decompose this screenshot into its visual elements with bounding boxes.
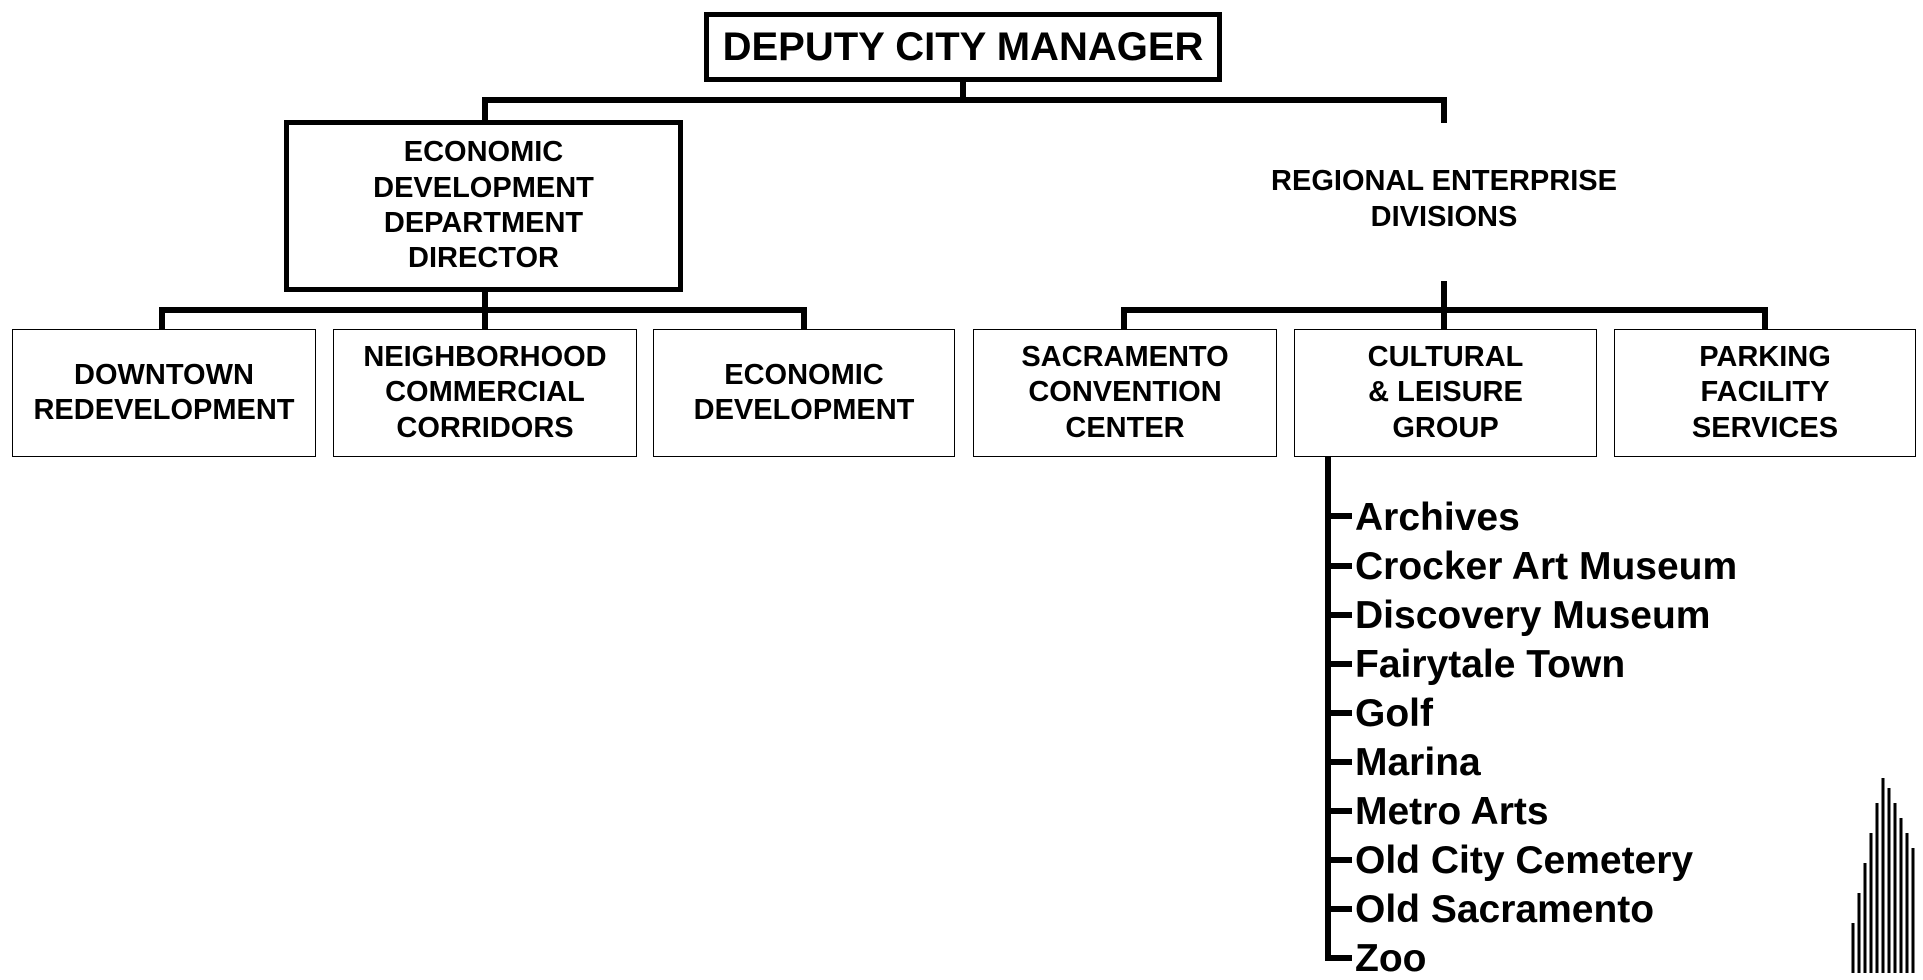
unit-marina: Marina <box>1355 741 1481 784</box>
unit-old-sacramento: Old Sacramento <box>1355 888 1655 931</box>
sacramento-convention-center-box: SACRAMENTO CONVENTION CENTER <box>973 329 1277 457</box>
cultural-leisure-group-label: CULTURAL & LEISURE GROUP <box>1367 340 1524 444</box>
unit-golf: Golf <box>1355 692 1433 735</box>
unit-crocker-art-museum: Crocker Art Museum <box>1355 545 1738 588</box>
deputy-city-manager-box: DEPUTY CITY MANAGER <box>704 12 1222 82</box>
sacramento-convention-center-label: SACRAMENTO CONVENTION CENTER <box>1021 340 1229 444</box>
neighborhood-commercial-corridors-label: NEIGHBORHOOD COMMERCIAL CORRIDORS <box>363 340 607 444</box>
econ-dev-director-label: ECONOMIC DEVELOPMENT DEPARTMENT DIRECTOR <box>373 136 594 275</box>
regional-enterprise-divisions-label: REGIONAL ENTERPRISE DIVISIONS <box>1271 165 1617 234</box>
unit-discovery-museum: Discovery Museum <box>1355 594 1711 637</box>
unit-old-city-cemetery: Old City Cemetery <box>1355 839 1694 882</box>
unit-archives: Archives <box>1355 496 1520 539</box>
unit-metro-arts: Metro Arts <box>1355 790 1549 833</box>
economic-development-label: ECONOMIC DEVELOPMENT <box>693 358 915 426</box>
downtown-redevelopment-box: DOWNTOWN REDEVELOPMENT <box>12 329 316 457</box>
unit-zoo: Zoo <box>1355 937 1427 980</box>
economic-development-box: ECONOMIC DEVELOPMENT <box>653 329 955 457</box>
cultural-leisure-group-box: CULTURAL & LEISURE GROUP <box>1294 329 1597 457</box>
deputy-city-manager-label: DEPUTY CITY MANAGER <box>722 24 1204 69</box>
neighborhood-commercial-corridors-box: NEIGHBORHOOD COMMERCIAL CORRIDORS <box>333 329 637 457</box>
city-skyline-logo-icon <box>1851 778 1915 973</box>
downtown-redevelopment-label: DOWNTOWN REDEVELOPMENT <box>33 358 295 426</box>
parking-facility-services-label: PARKING FACILITY SERVICES <box>1691 340 1839 444</box>
econ-dev-director-box: ECONOMIC DEVELOPMENT DEPARTMENT DIRECTOR <box>284 120 683 292</box>
parking-facility-services-box: PARKING FACILITY SERVICES <box>1614 329 1916 457</box>
unit-fairytale-town: Fairytale Town <box>1355 643 1626 686</box>
